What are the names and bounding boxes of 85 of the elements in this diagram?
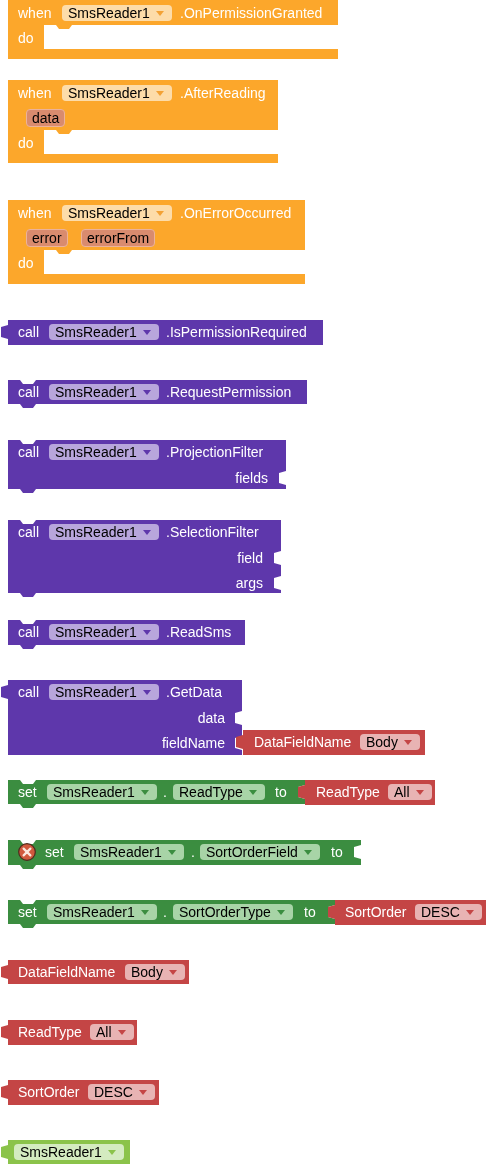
keyword-label: call [18,384,39,400]
component-dropdown: SmsReader1 [49,324,159,340]
component-dropdown: SmsReader1 [62,85,172,101]
property-dropdown: SortOrderType [173,904,293,920]
keyword-label: when [18,205,52,221]
option-dropdown: Body [360,734,420,750]
event-block [8,0,338,59]
component-dropdown: SmsReader1 [14,1144,124,1160]
option-type-label: SortOrder [18,1084,80,1100]
property-separator: . [163,784,167,800]
method-call-block [0,680,242,755]
method-call-block [8,440,286,493]
argument-label: fieldName [161,735,225,751]
keyword-label: set [18,784,37,800]
argument-label: fields [235,470,268,486]
option-dropdown: DESC [415,904,482,920]
argument-label: args [235,575,263,591]
event-name: .AfterReading [180,85,266,101]
keyword-label: call [18,524,39,540]
keyword-label: do [18,135,34,151]
method-call-block [0,320,323,345]
option-dropdown: DESC [88,1084,155,1100]
property-separator: . [163,904,167,920]
event-parameter: data [26,109,66,127]
option-value-block [0,1080,159,1105]
event-parameter: error [26,229,68,247]
option-value-block [327,900,486,925]
event-name: .OnErrorOccurred [180,205,292,221]
option-dropdown: All [388,784,432,800]
component-dropdown: SmsReader1 [49,624,159,640]
option-type-label: ReadType [316,784,380,800]
property-dropdown: SortOrderField [200,844,320,860]
keyword-label: set [45,844,64,860]
method-name: .GetData [166,684,223,700]
event-block [8,80,278,163]
keyword-label: set [18,904,37,920]
keyword-label: when [18,85,52,101]
method-name: .SelectionFilter [166,524,259,540]
keyword-label: to [275,784,287,800]
property-setter-block [8,780,305,808]
option-value-block [0,1020,137,1045]
keyword-label: do [18,255,34,271]
argument-label: field [237,550,263,566]
method-call-block [8,380,307,408]
event-block [8,200,305,284]
option-value-block [0,960,189,984]
method-name: .RequestPermission [166,384,292,400]
component-dropdown: SmsReader1 [49,524,159,540]
keyword-label: do [18,30,34,46]
keyword-label: to [331,844,343,860]
method-call-block [8,620,245,649]
keyword-label: call [18,624,39,640]
component-dropdown: SmsReader1 [47,904,157,920]
component-dropdown: SmsReader1 [74,844,184,860]
option-type-label: SortOrder [345,904,407,920]
argument-label: data [197,710,225,726]
keyword-label: call [18,684,39,700]
method-name: .IsPermissionRequired [166,324,307,340]
option-dropdown: All [90,1024,134,1040]
keyword-label: to [304,904,316,920]
component-dropdown: SmsReader1 [49,684,159,700]
keyword-label: call [18,444,39,460]
component-dropdown: SmsReader1 [47,784,157,800]
option-type-label: DataFieldName [254,734,352,750]
option-value-block [235,730,425,755]
method-name: .ProjectionFilter [166,444,264,460]
keyword-label: when [18,5,52,21]
property-separator: . [191,844,195,860]
component-block [0,1140,130,1164]
option-value-block [297,780,435,805]
option-type-label: DataFieldName [18,964,116,980]
option-dropdown: Body [125,964,185,980]
component-dropdown: SmsReader1 [62,5,172,21]
property-setter-block [8,840,361,869]
method-name: .ReadSms [166,624,232,640]
component-dropdown: SmsReader1 [49,444,159,460]
event-parameter: errorFrom [81,229,156,247]
option-type-label: ReadType [18,1024,82,1040]
component-dropdown: SmsReader1 [62,205,172,221]
event-name: .OnPermissionGranted [180,5,323,21]
method-call-block [8,520,281,597]
property-dropdown: ReadType [173,784,265,800]
keyword-label: call [18,324,39,340]
component-dropdown: SmsReader1 [49,384,159,400]
property-setter-block [8,900,335,928]
